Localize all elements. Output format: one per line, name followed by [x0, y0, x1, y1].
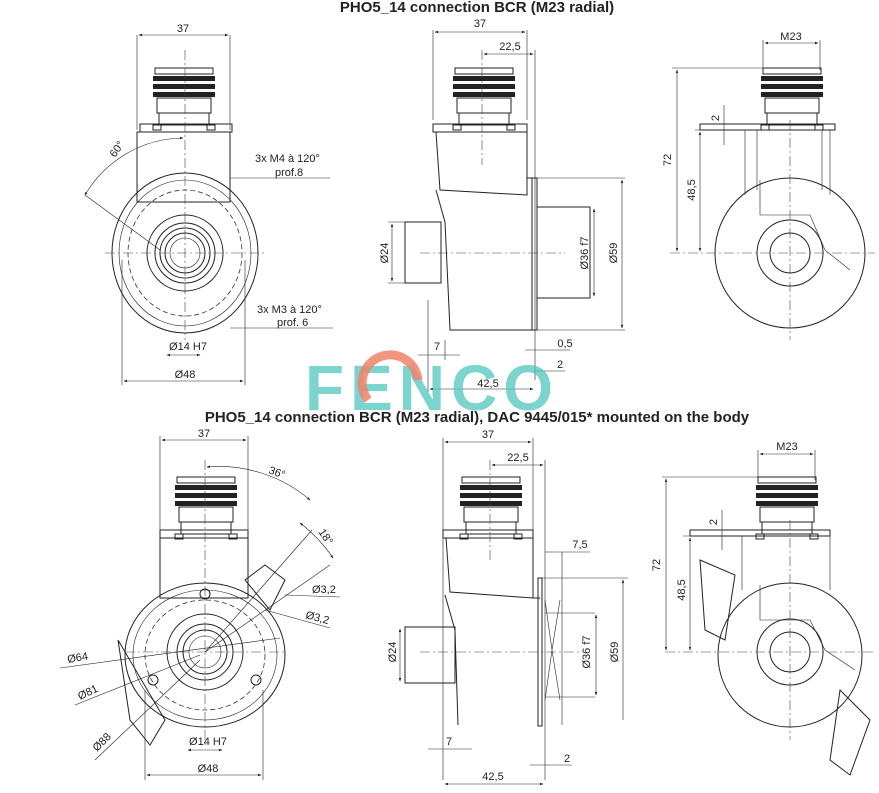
m3-depth: prof. 6 — [277, 317, 308, 329]
dim-body: Ø59 — [608, 243, 620, 264]
dim-body: Ø59 — [609, 642, 621, 663]
dim-width: 37 — [482, 429, 494, 441]
dim-shaft: Ø24 — [387, 642, 399, 663]
dim-offset: 22,5 — [499, 41, 520, 53]
dim-height: 72 — [651, 559, 663, 571]
dim-angle: 60° — [108, 139, 127, 160]
dim-plate: 7,5 — [572, 539, 587, 551]
top-rear-view: M23 72 48,5 2 — [662, 31, 875, 340]
top-side-view: 37 22,5 Ø24 Ø36 f7 Ø59 7 0,5 2 42,5 — [379, 18, 625, 392]
m4-depth: prof.8 — [275, 167, 303, 179]
dim-thread: M23 — [780, 31, 801, 43]
dim-diameter: Ø48 — [198, 763, 219, 775]
dim-flange: 2 — [564, 753, 570, 765]
dim-length: 42,5 — [482, 771, 503, 783]
dim-spigot: Ø36 f7 — [581, 635, 593, 668]
m4-note: 3x M4 à 120° — [255, 153, 320, 165]
fenco-watermark: FENCO — [305, 350, 559, 424]
dim-width: 37 — [198, 428, 210, 440]
dim-shaft-length: 7 — [434, 341, 440, 353]
dim-axis-height: 48,5 — [686, 179, 698, 200]
dim-diameter: Ø48 — [175, 369, 196, 381]
dim-shaft-length: 7 — [446, 736, 452, 748]
dim-height: 72 — [662, 154, 674, 166]
dim-step: 2 — [710, 115, 722, 121]
dim-angle-36: 36° — [267, 465, 287, 482]
dim-hole-1: Ø3,2 — [312, 584, 336, 596]
dim-bore: Ø14 H7 — [169, 341, 207, 353]
dim-shaft: Ø24 — [379, 243, 391, 264]
dim-d64: Ø64 — [66, 651, 89, 666]
dim-flange: 2 — [557, 359, 563, 371]
dim-d88: Ø88 — [91, 731, 114, 754]
dim-width: 37 — [474, 18, 486, 30]
m3-note: 3x M3 à 120° — [257, 304, 322, 316]
dim-thread: M23 — [776, 441, 797, 453]
dim-offset: 22,5 — [507, 452, 528, 464]
dim-width: 37 — [177, 23, 189, 35]
watermark-text: FENCO — [305, 352, 559, 424]
top-title: PHO5_14 connection BCR (M23 radial) — [340, 0, 614, 16]
dim-angle-18: 18° — [316, 527, 335, 548]
bottom-title: PHO5_14 connection BCR (M23 radial), DAC… — [205, 409, 750, 426]
top-front-view: 37 60° 3x M4 à 120° prof.8 3x M3 à 120° … — [84, 23, 333, 385]
dim-bore: Ø14 H7 — [189, 736, 227, 748]
dim-step: 2 — [708, 519, 720, 525]
bottom-rear-view: M23 72 48,5 2 — [651, 441, 875, 776]
dim-axis-height: 48,5 — [676, 579, 688, 600]
bottom-side-view: 37 22,5 7,5 Ø24 Ø36 f7 Ø59 7 2 42,5 — [387, 429, 628, 786]
dim-length: 42,5 — [477, 378, 498, 390]
bottom-front-view: 37 36° 18° Ø3,2 Ø3,2 Ø64 Ø81 Ø88 Ø14 H7 … — [59, 428, 341, 780]
dim-spigot: Ø36 f7 — [579, 236, 591, 269]
dim-gap: 0,5 — [557, 338, 572, 350]
dim-hole-2: Ø3,2 — [304, 609, 330, 627]
